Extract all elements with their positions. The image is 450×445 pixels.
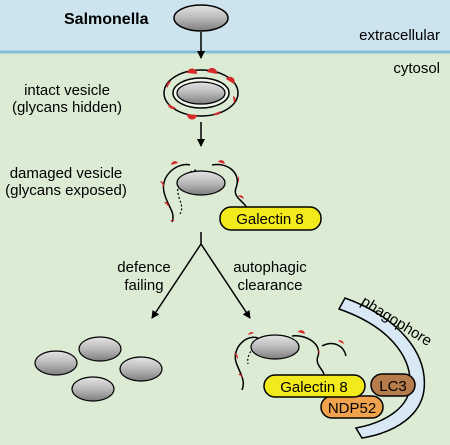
clearance-label-line1: autophagic bbox=[233, 259, 307, 276]
bacterium-in-damaged-vesicle bbox=[176, 170, 226, 196]
clearance-label-line2: clearance bbox=[237, 277, 302, 294]
intact-vesicle-label-line1: intact vesicle bbox=[24, 82, 110, 99]
galectin8-upper-label: Galectin 8 bbox=[236, 211, 304, 228]
bacterium-in-captured-vesicle bbox=[250, 334, 300, 360]
galectin8-badge-upper bbox=[219, 206, 322, 231]
captured-damaged-vesicle bbox=[234, 330, 347, 391]
extracellular-region bbox=[0, 0, 450, 52]
intact-vesicle-label-line2: (glycans hidden) bbox=[12, 99, 122, 116]
damaged-vesicle-label-line2: (glycans exposed) bbox=[5, 182, 127, 199]
ndp52-label: NDP52 bbox=[328, 400, 376, 417]
defence-failing-arrow bbox=[151, 243, 202, 319]
defence-label-line1: defence bbox=[117, 259, 170, 276]
phagophore bbox=[337, 297, 426, 439]
salmonella-label: Salmonella bbox=[64, 11, 149, 28]
free-bacterium bbox=[78, 336, 122, 362]
defence-label-line2: failing bbox=[124, 277, 163, 294]
cytosol-label: cytosol bbox=[393, 60, 440, 77]
intact-vesicle bbox=[163, 67, 239, 120]
damaged-vesicle bbox=[160, 160, 249, 223]
bacterium-in-intact-vesicle bbox=[176, 81, 226, 105]
galectin8-lower-label: Galectin 8 bbox=[280, 379, 348, 396]
free-bacterium bbox=[119, 356, 163, 382]
damaged-vesicle-label-line1: damaged vesicle bbox=[10, 165, 123, 182]
extracellular-label: extracellular bbox=[359, 27, 440, 44]
free-bacterium bbox=[34, 350, 78, 376]
free-bacteria-cluster bbox=[34, 336, 163, 402]
galectin8-badge-lower bbox=[263, 374, 366, 398]
free-bacterium bbox=[71, 376, 115, 402]
salmonella-bacterium bbox=[173, 4, 229, 32]
lc3-badge bbox=[370, 373, 416, 397]
autophagic-clearance-arrow bbox=[200, 243, 251, 319]
lc3-label: LC3 bbox=[379, 378, 407, 395]
